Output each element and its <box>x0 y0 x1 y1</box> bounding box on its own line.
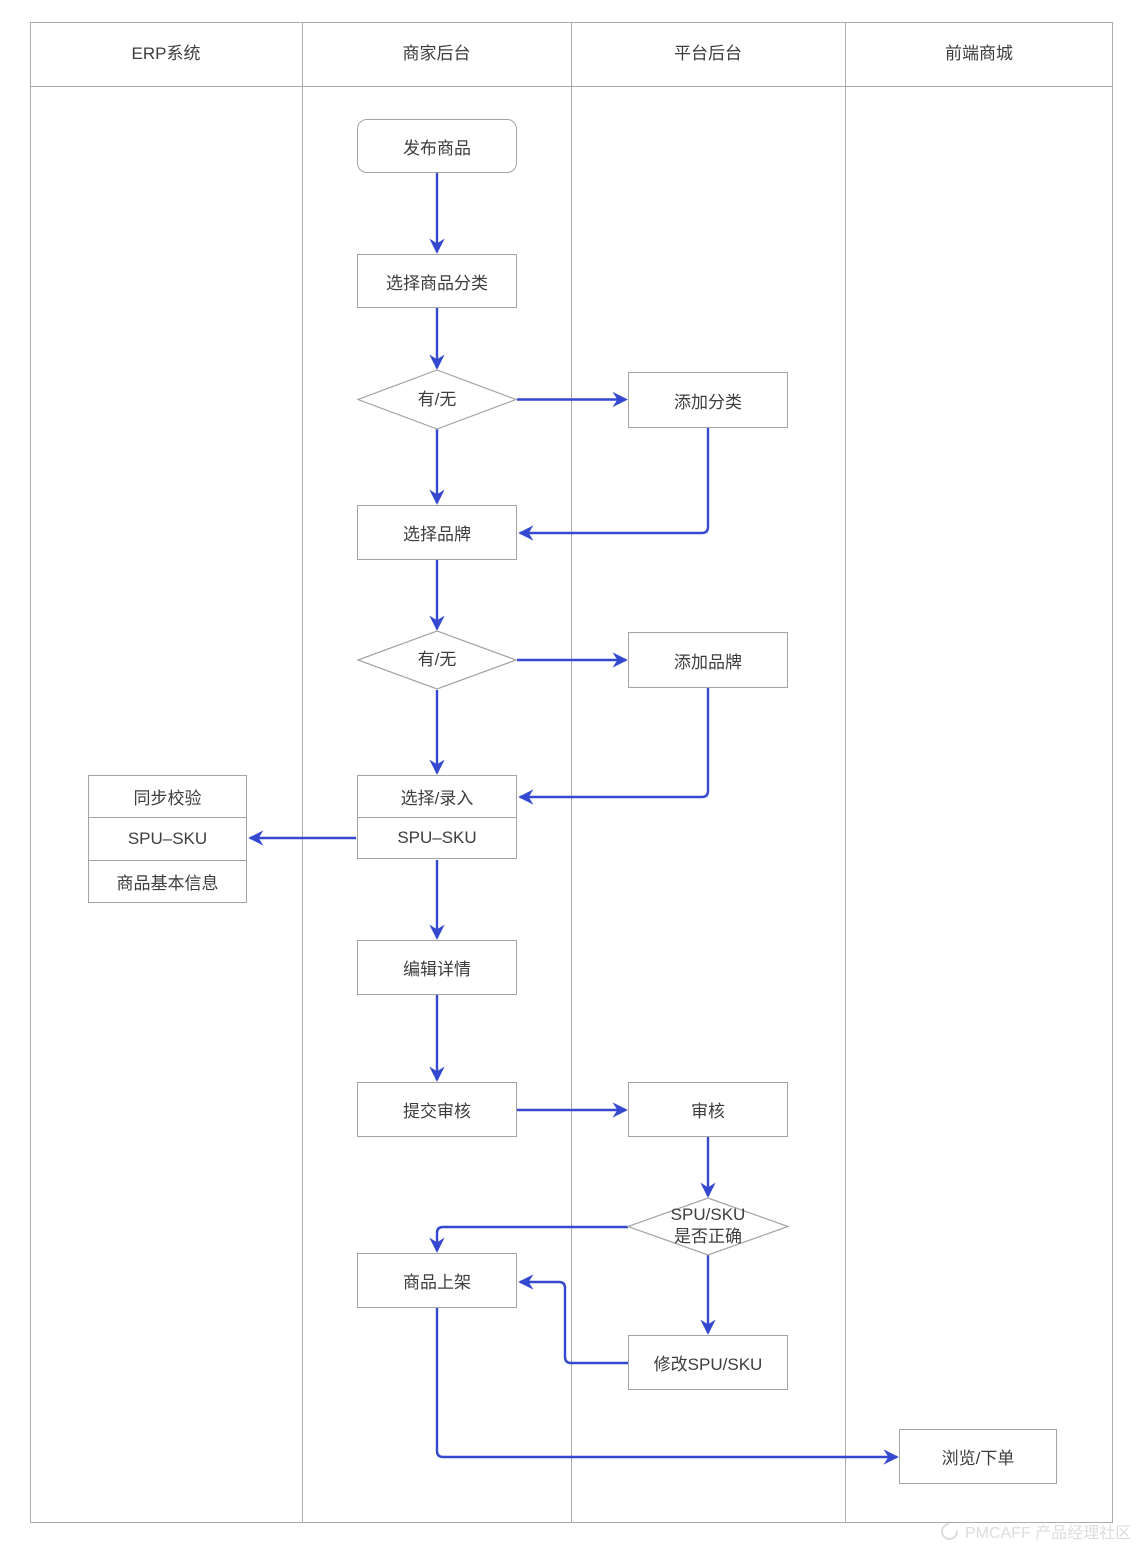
node-enter-spu: 选择/录入 SPU–SKU <box>357 775 517 859</box>
node-browse-order: 浏览/下单 <box>899 1429 1057 1484</box>
node-enter-spu-line2: SPU–SKU <box>397 827 477 847</box>
node-modify-spu: 修改SPU/SKU <box>628 1335 788 1390</box>
decision-check-line2: 是否正确 <box>674 1227 742 1246</box>
node-enter-spu-row1: 选择/录入 <box>358 776 516 817</box>
lane-divider-3 <box>845 22 846 1523</box>
node-sync-check-line1: 同步校验 <box>133 789 202 809</box>
node-enter-spu-row2: SPU–SKU <box>358 816 516 859</box>
pmcaff-logo-icon <box>937 1519 962 1543</box>
node-select-brand: 选择品牌 <box>357 505 517 560</box>
node-sync-check: 同步校验 SPU–SKU 商品基本信息 <box>88 775 247 903</box>
node-review: 审核 <box>628 1082 788 1137</box>
lane-divider-1 <box>302 22 303 1523</box>
node-on-shelf: 商品上架 <box>357 1253 517 1308</box>
watermark-text: PMCAFF 产品经理社区 <box>965 1525 1132 1542</box>
decision-category-text: 有/无 <box>417 389 457 409</box>
node-on-shelf-label: 商品上架 <box>403 1273 471 1292</box>
node-submit-review-label: 提交审核 <box>403 1102 471 1121</box>
node-sync-check-row2: SPU–SKU <box>89 817 246 859</box>
node-submit-review: 提交审核 <box>357 1082 517 1137</box>
lane-header-platform: 平台后台 <box>674 44 742 63</box>
header-divider <box>30 86 1113 87</box>
node-modify-spu-label: 修改SPU/SKU <box>653 1355 763 1374</box>
decision-check-line1: SPU/SKU <box>670 1205 746 1224</box>
node-review-label: 审核 <box>691 1102 725 1121</box>
node-select-category: 选择商品分类 <box>357 254 517 308</box>
lane-header-storefront: 前端商城 <box>945 44 1013 63</box>
lane-divider-2 <box>571 22 572 1523</box>
node-sync-check-line3: 商品基本信息 <box>116 873 219 893</box>
node-add-brand-label: 添加品牌 <box>674 652 742 672</box>
lane-header-erp: ERP系统 <box>131 44 201 63</box>
node-publish: 发布商品 <box>357 119 517 173</box>
node-add-category-label: 添加分类 <box>674 392 742 412</box>
decision-brand-label: 有/无 <box>357 632 517 688</box>
node-edit-detail: 编辑详情 <box>357 940 517 995</box>
decision-brand-text: 有/无 <box>417 650 457 669</box>
node-sync-check-row1: 同步校验 <box>89 776 246 817</box>
node-sync-check-line2: SPU–SKU <box>127 828 208 848</box>
decision-check-label: SPU/SKU 是否正确 <box>628 1195 788 1257</box>
node-browse-order-label: 浏览/下单 <box>941 1449 1015 1468</box>
node-edit-detail-label: 编辑详情 <box>403 960 471 979</box>
lane-header-merchant: 商家后台 <box>402 44 471 63</box>
watermark: PMCAFF 产品经理社区 <box>937 1519 1132 1543</box>
node-sync-check-row3: 商品基本信息 <box>89 859 246 902</box>
node-enter-spu-line1: 选择/录入 <box>400 788 474 808</box>
node-publish-label: 发布商品 <box>403 138 471 158</box>
node-add-category: 添加分类 <box>628 372 788 428</box>
node-add-brand: 添加品牌 <box>628 632 788 688</box>
node-select-brand-label: 选择品牌 <box>403 525 471 544</box>
node-select-category-label: 选择商品分类 <box>386 273 488 293</box>
decision-category-label: 有/无 <box>357 371 517 428</box>
